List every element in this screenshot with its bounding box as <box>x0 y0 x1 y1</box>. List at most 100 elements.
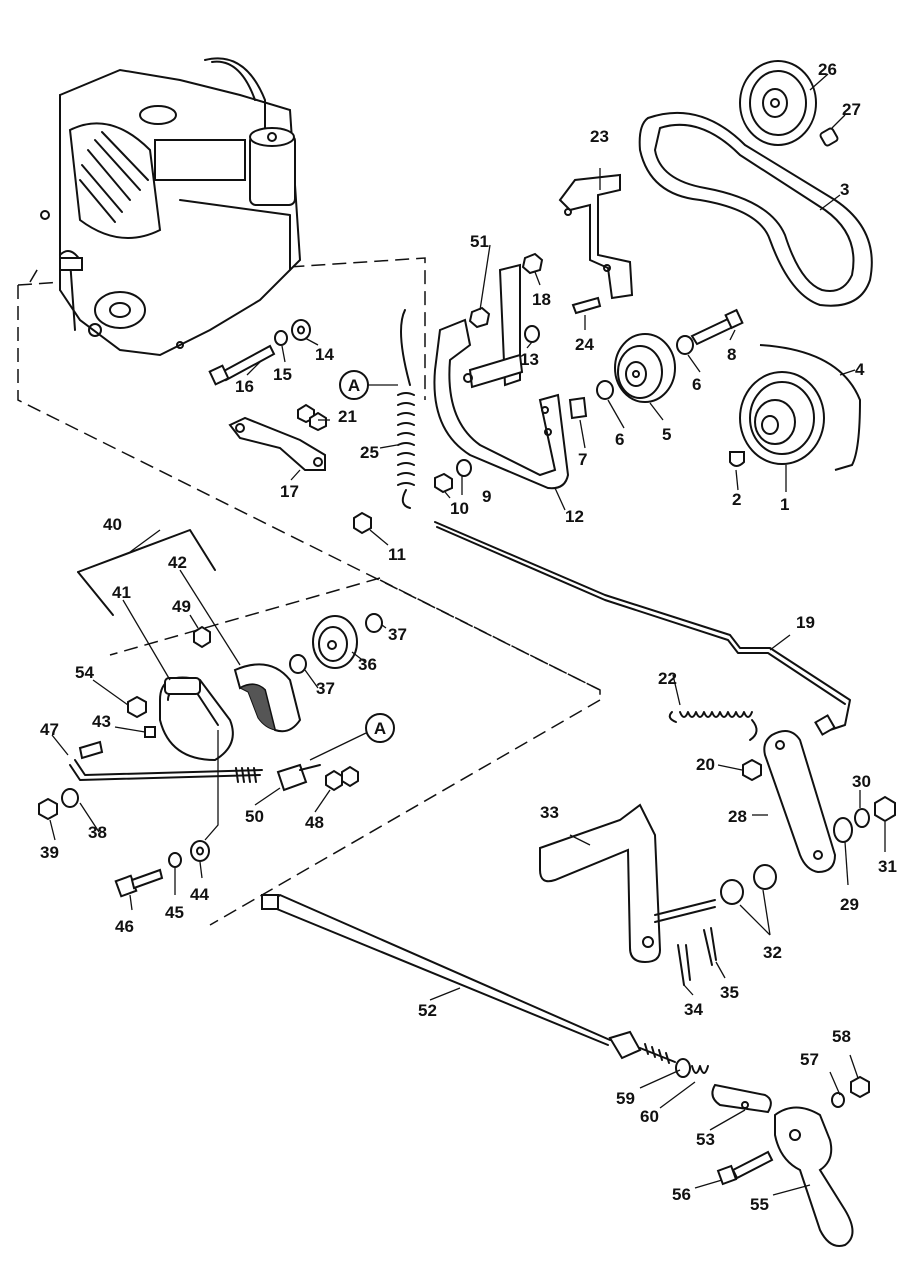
nut-54 <box>127 695 147 719</box>
plate-28 <box>763 730 837 874</box>
label-39: 39 <box>40 843 59 862</box>
spacer-7 <box>568 396 588 420</box>
spacer-13 <box>524 325 540 343</box>
brake-shoe-42 <box>233 663 302 733</box>
label-33: 33 <box>540 803 559 822</box>
label-37-right: 37 <box>388 625 407 644</box>
label-13: 13 <box>520 350 539 369</box>
washer-59 <box>675 1058 691 1078</box>
lockwasher-57 <box>831 1092 845 1108</box>
label-48: 48 <box>305 813 324 832</box>
label-30: 30 <box>852 772 871 791</box>
spring-60 <box>691 1065 709 1074</box>
callout-a-lower: A <box>309 713 395 761</box>
callout-a-upper: A <box>339 370 398 400</box>
label-56: 56 <box>672 1185 691 1204</box>
nut-43 <box>144 726 156 738</box>
label-47: 47 <box>40 720 59 739</box>
label-26: 26 <box>818 60 837 79</box>
label-31: 31 <box>878 857 897 876</box>
label-49: 49 <box>172 597 191 616</box>
label-22: 22 <box>658 669 677 688</box>
bracket-lines-40 <box>77 529 216 616</box>
label-44: 44 <box>190 885 209 904</box>
bracket-23 <box>558 173 634 300</box>
washer-14 <box>291 319 311 341</box>
label-24: 24 <box>575 335 594 354</box>
bolt-46 <box>114 868 164 898</box>
drive-belt <box>638 111 873 307</box>
lockwasher-45 <box>168 852 182 868</box>
label-32: 32 <box>763 943 782 962</box>
bolt-8 <box>690 308 744 346</box>
label-28: 28 <box>728 807 747 826</box>
washer-44 <box>190 840 210 862</box>
label-53: 53 <box>696 1130 715 1149</box>
nut-58 <box>850 1075 870 1099</box>
label-12: 12 <box>565 507 584 526</box>
leader-lines <box>49 73 886 1196</box>
washer-30 <box>854 808 870 828</box>
spring-22 <box>668 711 758 741</box>
label-23: 23 <box>590 127 609 146</box>
pulley-26 <box>739 60 817 146</box>
label-58: 58 <box>832 1027 851 1046</box>
nut-20 <box>742 758 762 782</box>
label-20: 20 <box>696 755 715 774</box>
label-38: 38 <box>88 823 107 842</box>
label-6-left: 6 <box>615 430 624 449</box>
washer-38 <box>61 788 79 808</box>
nut-10 <box>434 472 453 494</box>
bolt-56 <box>716 1150 774 1186</box>
washer-6 <box>596 335 694 400</box>
pin-53 <box>711 1083 772 1114</box>
label-14: 14 <box>315 345 334 364</box>
bolt-16 <box>208 344 276 386</box>
label-8: 8 <box>727 345 736 364</box>
arm-17 <box>228 416 326 471</box>
label-3: 3 <box>840 180 849 199</box>
svg-text:A: A <box>374 719 386 738</box>
label-10: 10 <box>450 499 469 518</box>
label-29: 29 <box>840 895 859 914</box>
pulley-1 <box>739 344 862 471</box>
cotter-pins-34-35 <box>677 927 717 986</box>
nut-11 <box>353 511 372 535</box>
nut-39 <box>38 797 58 821</box>
label-11: 11 <box>388 545 406 564</box>
spring-25 <box>397 309 415 509</box>
label-5: 5 <box>662 425 671 444</box>
label-17: 17 <box>280 482 299 501</box>
label-7: 7 <box>578 450 587 469</box>
part-labels: 26 27 3 23 51 18 24 8 4 14 13 15 6 16 21… <box>40 60 897 1214</box>
label-59: 59 <box>616 1089 635 1108</box>
label-43: 43 <box>92 712 111 731</box>
label-41: 41 <box>112 583 131 602</box>
label-37-left: 37 <box>316 679 335 698</box>
idler-arm-12 <box>433 263 570 490</box>
label-1: 1 <box>780 495 789 514</box>
nut-31 <box>874 795 896 823</box>
bolt-24 <box>571 296 602 315</box>
lever-33 <box>539 803 716 964</box>
label-57: 57 <box>800 1050 819 1069</box>
rod-52 <box>261 894 676 1064</box>
setscrew-27 <box>819 127 839 147</box>
label-4: 4 <box>855 360 865 379</box>
label-42: 42 <box>168 553 187 572</box>
washers-37 <box>289 613 383 674</box>
label-27: 27 <box>842 100 861 119</box>
label-51: 51 <box>470 232 489 251</box>
label-2: 2 <box>732 490 741 509</box>
rod-47 <box>69 740 263 783</box>
label-45: 45 <box>165 903 184 922</box>
label-34: 34 <box>684 1000 703 1019</box>
pin-50 <box>276 763 321 792</box>
label-55: 55 <box>750 1195 769 1214</box>
label-16: 16 <box>235 377 254 396</box>
label-19: 19 <box>796 613 815 632</box>
label-15: 15 <box>273 365 292 384</box>
label-60: 60 <box>640 1107 659 1126</box>
label-36: 36 <box>358 655 377 674</box>
